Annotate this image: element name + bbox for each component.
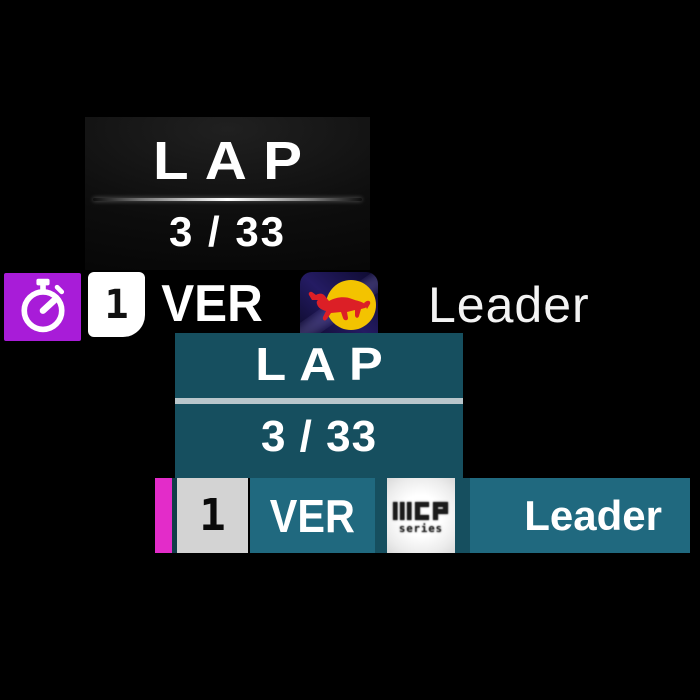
position-accent-bar: [155, 478, 172, 553]
top-driver-code: VER: [161, 275, 263, 333]
accent-bar-gap: [172, 478, 177, 553]
red-bull-logo: [300, 272, 378, 345]
bottom-position-number: 1: [199, 490, 226, 541]
top-position-badge: 1: [88, 272, 145, 337]
top-gap-label: Leader: [428, 277, 590, 333]
bottom-driver-box: VER: [250, 478, 375, 553]
top-lap-panel: LAP 3 / 33: [85, 117, 370, 270]
bottom-gap-label: Leader: [524, 491, 662, 539]
mcp-series-label: series: [399, 523, 443, 535]
top-lap-title: LAP: [152, 131, 319, 191]
bottom-lap-title: LAP: [255, 338, 396, 390]
bottom-lap-panel: LAP 3 / 33: [175, 333, 463, 478]
top-lap-divider: [93, 198, 362, 201]
top-position-number: 1: [104, 281, 129, 328]
bottom-lap-divider: [175, 398, 463, 404]
mcp-series-logo: series: [387, 478, 455, 553]
stopwatch-icon: [13, 275, 73, 340]
team-logo-slot: series: [375, 478, 470, 553]
bottom-gap-box: Leader: [470, 478, 690, 553]
timer-badge: [4, 273, 81, 341]
bottom-position-badge: 1: [177, 478, 248, 553]
top-lap-counter: 3 / 33: [168, 208, 287, 255]
bottom-lap-counter: 3 / 33: [260, 412, 378, 461]
bottom-driver-code: VER: [269, 489, 356, 542]
